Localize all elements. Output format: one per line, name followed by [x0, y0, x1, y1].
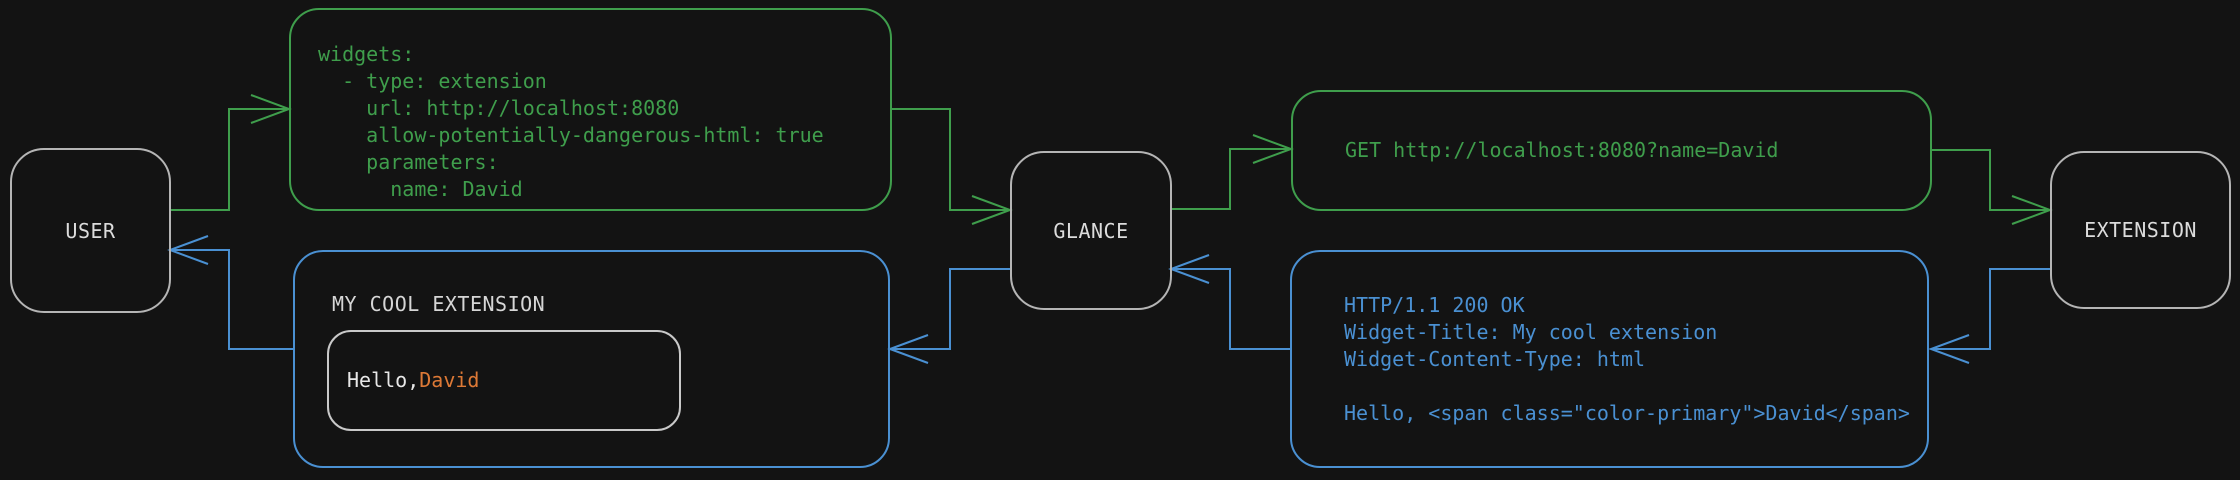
http-response-code: HTTP/1.1 200 OK Widget-Title: My cool ex…	[1344, 292, 1910, 425]
node-user-label: USER	[65, 218, 116, 243]
http-request-code: GET http://localhost:8080?name=David	[1345, 138, 1779, 162]
widget-preview-box: MY COOL EXTENSION Hello, David	[293, 250, 890, 468]
widget-title: MY COOL EXTENSION	[332, 292, 546, 316]
node-glance: GLANCE	[1010, 151, 1172, 310]
widget-greeting-box: Hello, David	[327, 330, 681, 431]
yaml-config-code: widgets: - type: extension url: http://l…	[318, 42, 824, 201]
yaml-config-box: widgets: - type: extension url: http://l…	[289, 8, 892, 211]
http-response-box: HTTP/1.1 200 OK Widget-Title: My cool ex…	[1290, 250, 1929, 468]
node-glance-label: GLANCE	[1053, 218, 1129, 243]
node-user: USER	[10, 148, 171, 313]
node-extension: EXTENSION	[2050, 151, 2231, 309]
node-extension-label: EXTENSION	[2084, 218, 2197, 242]
greeting-prefix: Hello,	[347, 368, 420, 392]
greeting-name: David	[419, 368, 480, 392]
http-request-box: GET http://localhost:8080?name=David	[1291, 90, 1932, 211]
